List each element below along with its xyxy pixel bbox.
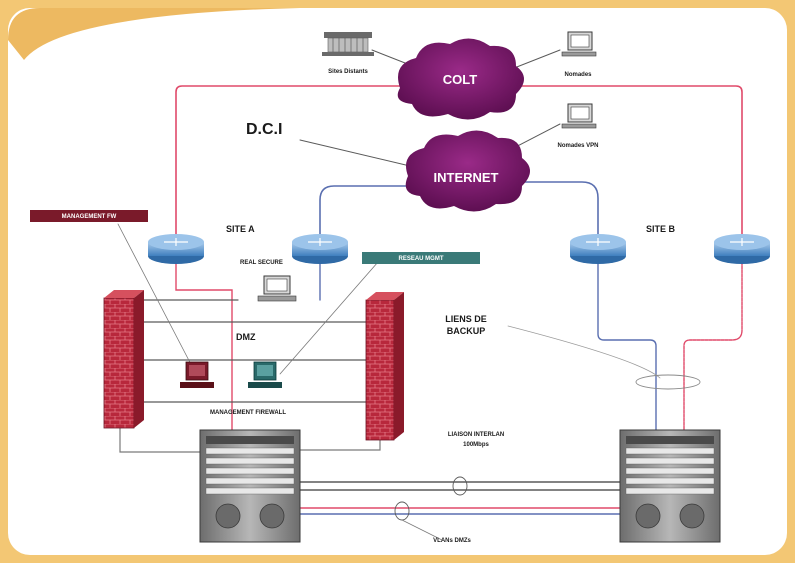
sites-distants-label: Sites Distants	[328, 69, 368, 75]
gray-link-fw-left-down	[119, 419, 201, 453]
red-link-site-a-colt	[175, 85, 401, 249]
gray-pointer-reseau-mgmt	[279, 261, 379, 375]
red-link-site-b-chassis	[683, 261, 743, 431]
internet-cloud: INTERNET	[405, 130, 530, 212]
bandwidth-label: 100Mbps	[463, 442, 489, 448]
links	[117, 49, 743, 541]
red-link-colt-site-b	[519, 85, 743, 249]
firewall-left-icon	[103, 290, 144, 429]
backup-ellipse	[635, 374, 701, 390]
reseau-mgmt-tag: RESEAU MGMT	[362, 252, 480, 264]
gray-pointer-backup	[507, 325, 661, 379]
interlan-loop	[452, 476, 468, 496]
nomades-vpn-label: Nomades VPN	[557, 143, 598, 149]
liaison-interlan-label: LIAISON INTERLAN	[448, 432, 504, 438]
nomades-vpn-computer-icon	[561, 103, 597, 129]
management-firewall-label: MANAGEMENT FIREWALL	[210, 410, 286, 416]
sites-distants-building-icon	[322, 32, 374, 56]
chassis-switch-site-b-icon	[619, 429, 721, 543]
nomades-label: Nomades	[564, 72, 592, 78]
red-link-site-a-down	[175, 261, 233, 441]
site-b-label: SITE B	[646, 224, 676, 234]
router-site-a-left-icon	[148, 234, 204, 264]
gray-pointer-mgmt-fw	[117, 223, 197, 375]
management-fw-terminal-icon	[180, 361, 214, 388]
router-site-a-right-icon	[292, 234, 348, 264]
blue-link-site-a-internet	[319, 185, 411, 239]
real-secure-computer-icon	[257, 275, 297, 302]
blue-link-site-b-chassis	[597, 261, 657, 431]
gray-pointer-vlan	[401, 519, 443, 541]
vlans-dmzs-label: VLANs DMZs	[433, 538, 471, 544]
gray-pointer-dci	[299, 139, 411, 167]
colt-cloud: COLT	[397, 38, 524, 120]
blue-link-internet-site-b	[519, 181, 599, 239]
real-secure-label: REAL SECURE	[240, 260, 283, 266]
dci-label: D.C.I	[246, 121, 282, 138]
management-fw-tag: MANAGEMENT FW	[30, 210, 148, 222]
reseau-mgmt-label: RESEAU MGMT	[399, 256, 444, 262]
router-site-b-left-icon	[570, 234, 626, 264]
firewall-right-icon	[365, 292, 404, 441]
router-site-b-right-icon	[714, 234, 770, 264]
reseau-mgmt-terminal-icon	[248, 361, 282, 388]
colt-label: COLT	[443, 72, 477, 87]
management-fw-label: MANAGEMENT FW	[62, 214, 117, 220]
site-a-label: SITE A	[226, 224, 255, 234]
liens-de-label: LIENS DE	[445, 314, 487, 324]
backup-label: BACKUP	[447, 326, 486, 336]
dmz-label: DMZ	[236, 332, 256, 342]
nomades-computer-icon	[561, 31, 597, 57]
internet-label: INTERNET	[434, 170, 499, 185]
chassis-switch-site-a-icon	[199, 429, 301, 543]
